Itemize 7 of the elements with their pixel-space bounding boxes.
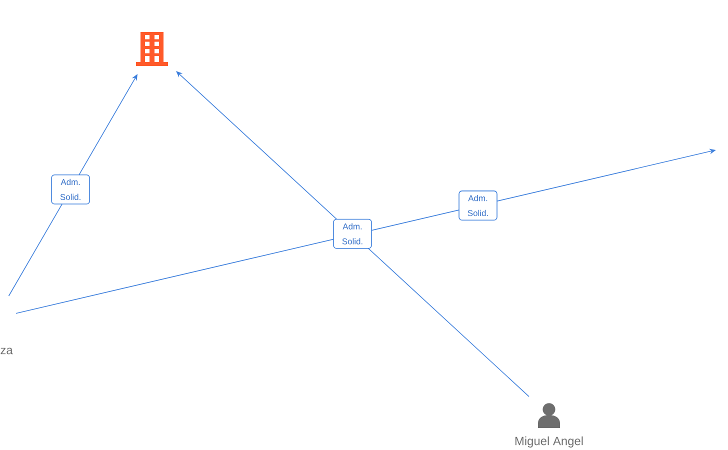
- building-icon: [136, 32, 168, 66]
- arrow: [176, 71, 530, 397]
- edge-label: Adm. Solid.: [51, 174, 90, 204]
- person-name: za: [0, 348, 13, 354]
- edge-label: Adm. Solid.: [333, 218, 372, 249]
- edge-label: Adm. Solid.: [458, 190, 498, 221]
- person-name: Miguel Angel: [515, 436, 583, 448]
